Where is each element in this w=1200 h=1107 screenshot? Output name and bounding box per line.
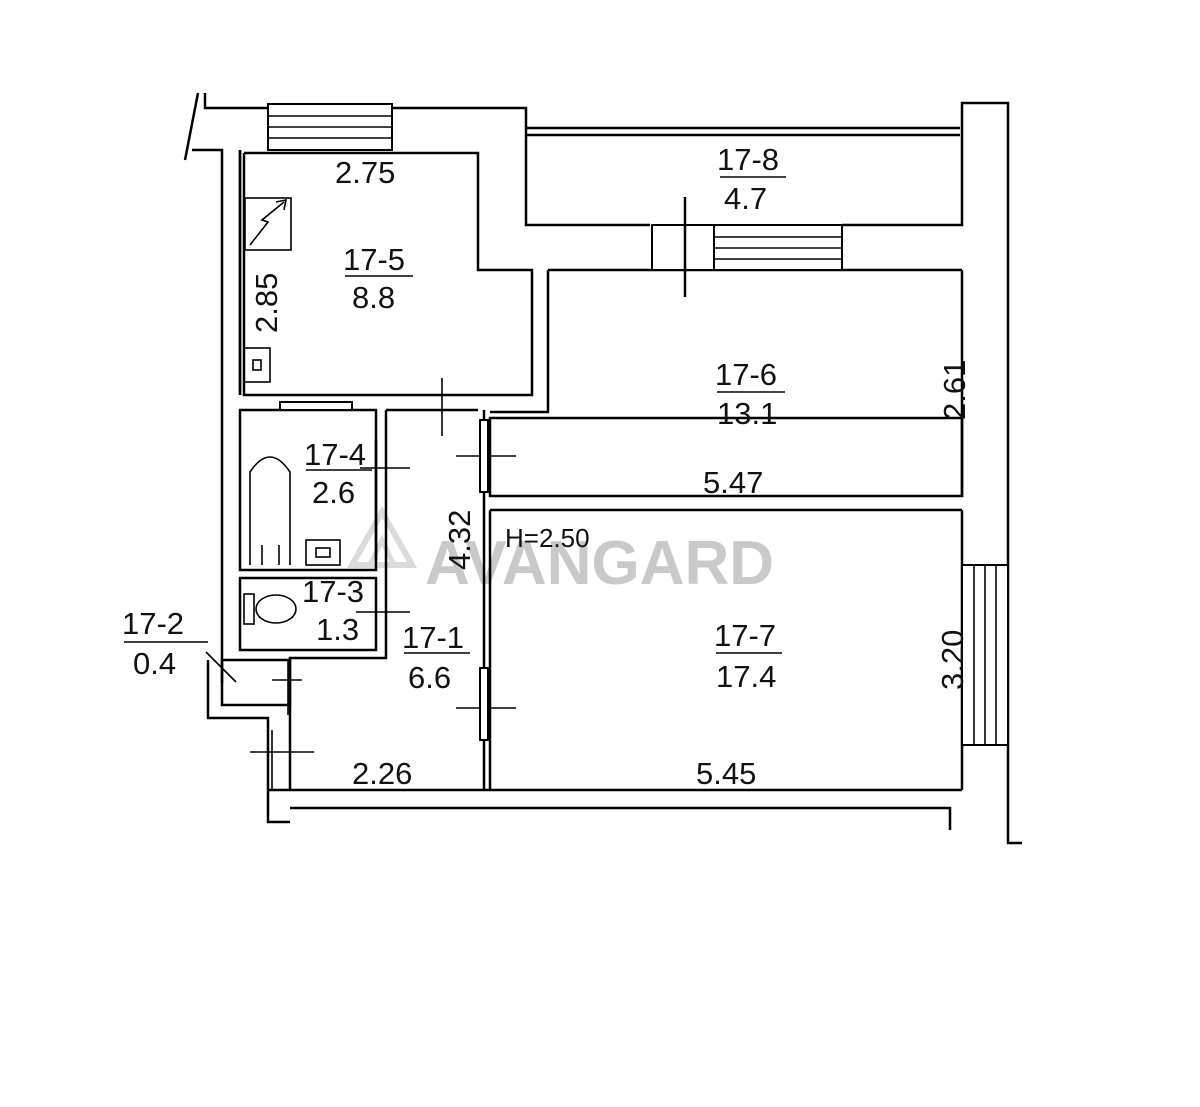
room-17-8-area: 4.7 bbox=[724, 181, 767, 216]
ceiling-height: H=2.50 bbox=[505, 523, 590, 553]
room-17-1-area: 6.6 bbox=[408, 660, 451, 695]
dim-corridor-length: 4.32 bbox=[442, 510, 477, 570]
boiler-icon bbox=[244, 197, 292, 251]
room-17-1-id: 17-1 bbox=[402, 620, 464, 655]
room-17-3-id: 17-3 bbox=[302, 574, 364, 609]
room-17-7-area: 17.4 bbox=[716, 659, 776, 694]
room-17-2-outline bbox=[205, 651, 314, 790]
room-17-6-outline bbox=[488, 416, 964, 498]
dim-room6-depth: 2.61 bbox=[937, 360, 972, 420]
corridor-walls bbox=[288, 378, 516, 790]
room-17-4-id: 17-4 bbox=[304, 437, 366, 472]
dim-corridor-width: 2.26 bbox=[352, 756, 412, 791]
room-17-8-id: 17-8 bbox=[717, 142, 779, 177]
window-balcony bbox=[651, 197, 843, 297]
room-17-3-outline bbox=[238, 576, 410, 652]
room-17-7-id: 17-7 bbox=[714, 618, 776, 653]
room-17-6-area: 13.1 bbox=[717, 396, 777, 431]
window-right bbox=[961, 564, 1009, 746]
room-17-5-area: 8.8 bbox=[352, 280, 395, 315]
watermark-text: AVANGARD bbox=[425, 529, 774, 598]
room-17-5-id: 17-5 bbox=[343, 242, 405, 277]
dim-kitchen-width: 2.75 bbox=[335, 155, 395, 190]
watermark-logo-icon bbox=[346, 505, 418, 568]
room-17-2-area: 0.4 bbox=[133, 646, 176, 681]
room-17-6-id: 17-6 bbox=[715, 357, 777, 392]
dim-room6-width: 5.47 bbox=[703, 465, 763, 500]
room-17-3-area: 1.3 bbox=[316, 612, 359, 647]
room-17-7-outline bbox=[488, 508, 962, 790]
dim-room7-depth: 3.20 bbox=[935, 630, 970, 690]
dim-kitchen-depth: 2.85 bbox=[249, 273, 284, 333]
window-top-left bbox=[267, 103, 393, 151]
room-17-2-id: 17-2 bbox=[122, 606, 184, 641]
dim-room7-width: 5.45 bbox=[696, 756, 756, 791]
stove-icon bbox=[243, 347, 271, 383]
room-17-4-area: 2.6 bbox=[312, 475, 355, 510]
